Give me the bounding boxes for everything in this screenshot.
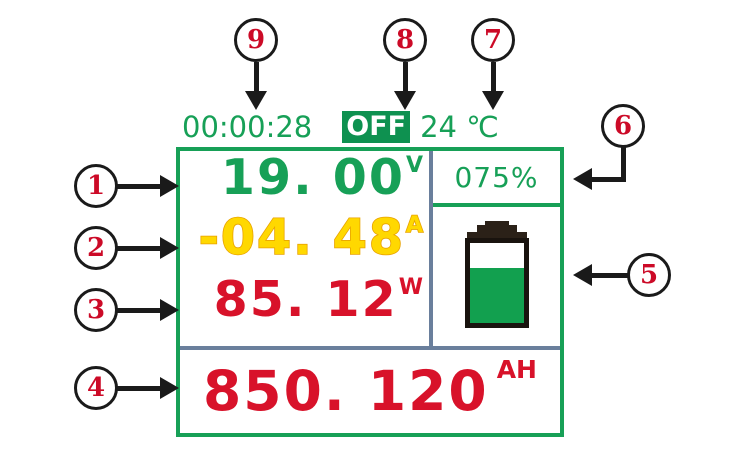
- callout-6-lead-horizontal: [592, 177, 626, 182]
- percent-cell: 075%: [433, 151, 560, 207]
- callout-9-lead: [254, 62, 259, 93]
- callout-5-lead: [592, 273, 630, 278]
- callout-7-label: 7: [483, 25, 503, 55]
- callout-9-arrow-down-icon: [245, 91, 267, 110]
- capacity-value: 850. 120: [203, 359, 489, 423]
- callout-2-label: 2: [86, 233, 106, 263]
- temperature-value: 24 ℃: [420, 110, 499, 144]
- power-value: 85. 12: [213, 271, 398, 328]
- callout-2-lead: [117, 246, 164, 251]
- voltage-value: 19. 00: [220, 149, 405, 206]
- callout-6-label: 6: [613, 111, 633, 141]
- callout-3-label: 3: [86, 295, 106, 325]
- voltage-unit: V: [405, 153, 423, 178]
- callout-7: 7: [471, 18, 515, 62]
- vertical-divider: [429, 151, 433, 346]
- battery-cell: [433, 207, 560, 346]
- callout-1-label: 1: [86, 171, 106, 201]
- callout-2-arrow-right-icon: [160, 237, 179, 259]
- callout-3-lead: [117, 308, 164, 313]
- power-state-badge: OFF: [342, 111, 411, 143]
- battery-icon: [463, 220, 531, 329]
- callout-7-arrow-down-icon: [482, 91, 504, 110]
- battery-column: 075%: [433, 151, 560, 346]
- power-unit: W: [398, 275, 423, 300]
- battery-shoulder: [466, 231, 527, 240]
- status-bar: 00:00:28 OFF 24 ℃: [182, 110, 499, 144]
- capacity-reading: 850. 120 AH: [180, 346, 560, 433]
- battery-terminal-top: [484, 220, 509, 226]
- timer-value: 00:00:28: [182, 110, 313, 144]
- callout-2: 2: [74, 226, 118, 270]
- callout-9-label: 9: [246, 25, 266, 55]
- panel-upper-section: 19. 00 V -04. 48 A 85. 12 W 075%: [180, 151, 560, 346]
- callout-1: 1: [74, 164, 118, 208]
- callout-4: 4: [74, 366, 118, 410]
- callout-3: 3: [74, 288, 118, 332]
- battery-terminal-mid: [476, 224, 517, 232]
- callout-4-arrow-right-icon: [160, 377, 179, 399]
- callout-6-lead-vertical: [621, 146, 626, 182]
- percent-value: 075%: [454, 160, 539, 194]
- callout-6-arrow-left-icon: [573, 168, 592, 190]
- power-reading: 85. 12 W: [180, 275, 429, 337]
- callout-4-lead: [117, 386, 164, 391]
- callout-3-arrow-right-icon: [160, 299, 179, 321]
- meter-display-panel: 19. 00 V -04. 48 A 85. 12 W 075%: [176, 147, 564, 437]
- current-reading: -04. 48 A: [180, 209, 429, 275]
- callout-9: 9: [234, 18, 278, 62]
- current-value: -04. 48: [198, 209, 405, 266]
- callout-1-lead: [117, 184, 164, 189]
- callout-4-label: 4: [86, 373, 106, 403]
- callout-8: 8: [383, 18, 427, 62]
- callout-8-arrow-down-icon: [394, 91, 416, 110]
- callout-1-arrow-right-icon: [160, 175, 179, 197]
- battery-fill-level: [469, 268, 524, 323]
- callout-6: 6: [601, 104, 645, 148]
- callout-8-lead: [403, 62, 408, 93]
- voltage-reading: 19. 00 V: [180, 153, 429, 215]
- callout-5: 5: [627, 253, 671, 297]
- capacity-unit: AH: [496, 355, 537, 384]
- callout-7-lead: [491, 62, 496, 93]
- callout-5-label: 5: [639, 260, 659, 290]
- current-unit: A: [405, 213, 424, 238]
- callout-5-arrow-left-icon: [573, 264, 592, 286]
- callout-8-label: 8: [395, 25, 415, 55]
- battery-body: [464, 237, 529, 328]
- readings-column: 19. 00 V -04. 48 A 85. 12 W: [180, 151, 429, 346]
